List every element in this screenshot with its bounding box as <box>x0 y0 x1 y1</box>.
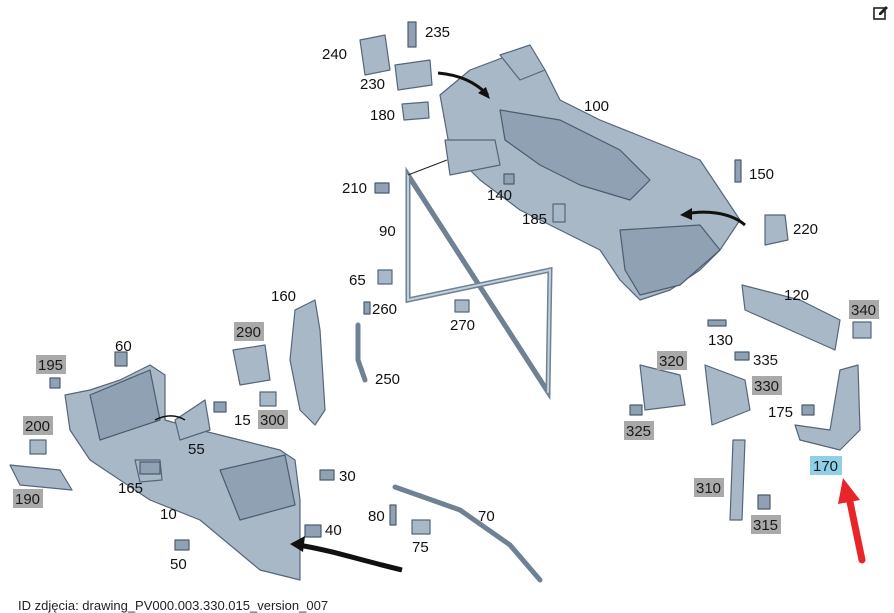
label-backgrounds <box>13 300 879 534</box>
label-340[interactable]: 340 <box>851 302 876 319</box>
label-165[interactable]: 165 <box>118 480 143 497</box>
label-15[interactable]: 15 <box>234 412 251 429</box>
cross-member-part <box>439 44 741 301</box>
label-65[interactable]: 65 <box>349 272 366 289</box>
part-labels: 235 240 230 180 100 150 210 140 185 220 … <box>15 24 876 573</box>
edit-icon[interactable] <box>873 5 889 21</box>
label-195[interactable]: 195 <box>38 357 63 374</box>
label-140[interactable]: 140 <box>487 187 512 204</box>
label-50[interactable]: 50 <box>170 556 187 573</box>
red-arrow-icon <box>838 478 866 564</box>
label-300[interactable]: 300 <box>260 412 285 429</box>
image-caption: ID zdjęcia: drawing_PV000.003.330.015_ve… <box>18 598 329 613</box>
label-335[interactable]: 335 <box>753 352 778 369</box>
label-325[interactable]: 325 <box>626 423 651 440</box>
label-10[interactable]: 10 <box>160 506 177 523</box>
label-260[interactable]: 260 <box>372 301 397 318</box>
label-30[interactable]: 30 <box>339 468 356 485</box>
direction-arrows <box>154 71 746 573</box>
label-55[interactable]: 55 <box>188 441 205 458</box>
label-250[interactable]: 250 <box>375 371 400 388</box>
label-100[interactable]: 100 <box>584 98 609 115</box>
label-185[interactable]: 185 <box>522 211 547 228</box>
label-220[interactable]: 220 <box>793 221 818 238</box>
label-150[interactable]: 150 <box>749 166 774 183</box>
label-90[interactable]: 90 <box>379 223 396 240</box>
label-70[interactable]: 70 <box>478 508 495 525</box>
label-170[interactable]: 170 <box>813 458 838 475</box>
label-230[interactable]: 230 <box>360 76 385 93</box>
label-175[interactable]: 175 <box>768 404 793 421</box>
label-130[interactable]: 130 <box>708 332 733 349</box>
label-235[interactable]: 235 <box>425 24 450 41</box>
label-315[interactable]: 315 <box>753 517 778 534</box>
brace-rods-part <box>405 159 553 401</box>
label-190[interactable]: 190 <box>15 491 40 508</box>
label-320[interactable]: 320 <box>659 353 684 370</box>
label-290[interactable]: 290 <box>236 324 261 341</box>
label-200[interactable]: 200 <box>25 418 50 435</box>
label-240[interactable]: 240 <box>322 46 347 63</box>
label-180[interactable]: 180 <box>370 107 395 124</box>
label-60[interactable]: 60 <box>115 338 132 355</box>
label-270[interactable]: 270 <box>450 317 475 334</box>
label-160[interactable]: 160 <box>271 288 296 305</box>
label-80[interactable]: 80 <box>368 508 385 525</box>
label-330[interactable]: 330 <box>754 378 779 395</box>
label-120[interactable]: 120 <box>784 287 809 304</box>
label-40[interactable]: 40 <box>325 522 342 539</box>
small-parts-group <box>9 21 872 583</box>
label-75[interactable]: 75 <box>412 539 429 556</box>
label-310[interactable]: 310 <box>696 480 721 497</box>
label-210[interactable]: 210 <box>342 180 367 197</box>
